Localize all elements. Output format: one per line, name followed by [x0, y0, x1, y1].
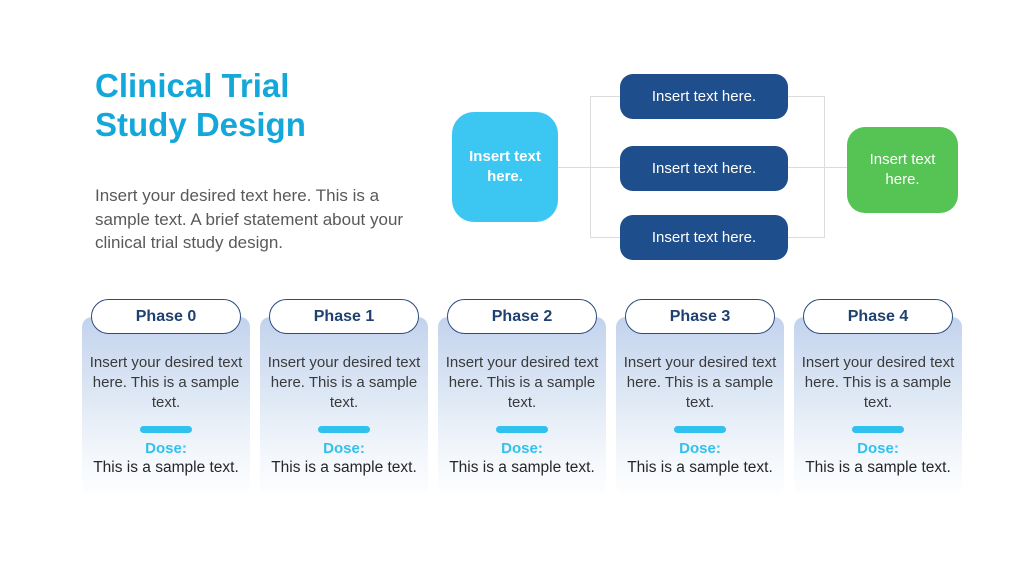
phase-body-text: Insert your desired text here. This is a…	[801, 354, 955, 411]
flowchart-middle-label-1: Insert text here.	[651, 87, 757, 105]
slide-description: Insert your desired text here. This is a…	[95, 186, 404, 252]
divider-line	[318, 426, 370, 433]
dose-value: This is a sample text.	[449, 459, 595, 476]
divider-line	[852, 426, 904, 433]
phase-pill: Phase 1	[269, 299, 419, 334]
phase-card-body: Insert your desired text here. This is a…	[82, 317, 250, 495]
phase-card-body: Insert your desired text here. This is a…	[438, 317, 606, 495]
phase-card-2: Phase 2 Insert your desired text here. T…	[438, 299, 606, 495]
dose-value: This is a sample text.	[93, 459, 239, 476]
phase-label: Phase 2	[491, 307, 553, 325]
connector-line	[590, 96, 620, 97]
phase-label: Phase 3	[669, 307, 731, 325]
flowchart-start-label: Insert text here.	[469, 148, 541, 185]
connector-line	[590, 167, 620, 168]
flowchart-middle-box-2: Insert text here.	[620, 146, 788, 191]
dose-value: This is a sample text.	[627, 459, 773, 476]
flowchart-middle-box-3: Insert text here.	[620, 215, 788, 260]
phase-body-text: Insert your desired text here. This is a…	[89, 354, 243, 411]
phase-card-3: Phase 3 Insert your desired text here. T…	[616, 299, 784, 495]
connector-line	[558, 167, 590, 168]
phase-pill: Phase 2	[447, 299, 597, 334]
dose-label: Dose:	[145, 440, 187, 457]
flowchart-end-label: Insert text here.	[869, 151, 936, 188]
flowchart-middle-box-1: Insert text here.	[620, 74, 788, 119]
flowchart-middle-label-2: Insert text here.	[651, 159, 757, 177]
phase-card-1: Phase 1 Insert your desired text here. T…	[260, 299, 428, 495]
page-title: Clinical Trial Study Design	[95, 67, 306, 143]
dose-label: Dose:	[323, 440, 365, 457]
divider-line	[496, 426, 548, 433]
connector-line	[788, 96, 824, 97]
dose-label: Dose:	[857, 440, 899, 457]
phase-body-text: Insert your desired text here. This is a…	[623, 354, 777, 411]
phase-card-0: Phase 0 Insert your desired text here. T…	[82, 299, 250, 495]
connector-line	[788, 237, 824, 238]
dose-label: Dose:	[501, 440, 543, 457]
dose-value: This is a sample text.	[805, 459, 951, 476]
phase-label: Phase 4	[847, 307, 909, 325]
phase-body-text: Insert your desired text here. This is a…	[445, 354, 599, 411]
phase-cards-row: Phase 0 Insert your desired text here. T…	[82, 299, 962, 495]
phase-card-body: Insert your desired text here. This is a…	[794, 317, 962, 495]
phase-card-4: Phase 4 Insert your desired text here. T…	[794, 299, 962, 495]
phase-label: Phase 0	[135, 307, 197, 325]
dose-value: This is a sample text.	[271, 459, 417, 476]
divider-line	[674, 426, 726, 433]
connector-line	[824, 167, 847, 168]
divider-line	[140, 426, 192, 433]
flowchart-start-box: Insert text here.	[452, 112, 558, 222]
connector-line	[788, 167, 824, 168]
dose-label: Dose:	[679, 440, 721, 457]
phase-pill: Phase 4	[803, 299, 953, 334]
phase-label: Phase 1	[313, 307, 375, 325]
flowchart-middle-label-3: Insert text here.	[651, 228, 757, 246]
connector-line	[590, 237, 620, 238]
phase-card-body: Insert your desired text here. This is a…	[616, 317, 784, 495]
phase-pill: Phase 3	[625, 299, 775, 334]
phase-body-text: Insert your desired text here. This is a…	[267, 354, 421, 411]
flowchart-end-box: Insert text here.	[847, 127, 958, 213]
phase-card-body: Insert your desired text here. This is a…	[260, 317, 428, 495]
phase-pill: Phase 0	[91, 299, 241, 334]
